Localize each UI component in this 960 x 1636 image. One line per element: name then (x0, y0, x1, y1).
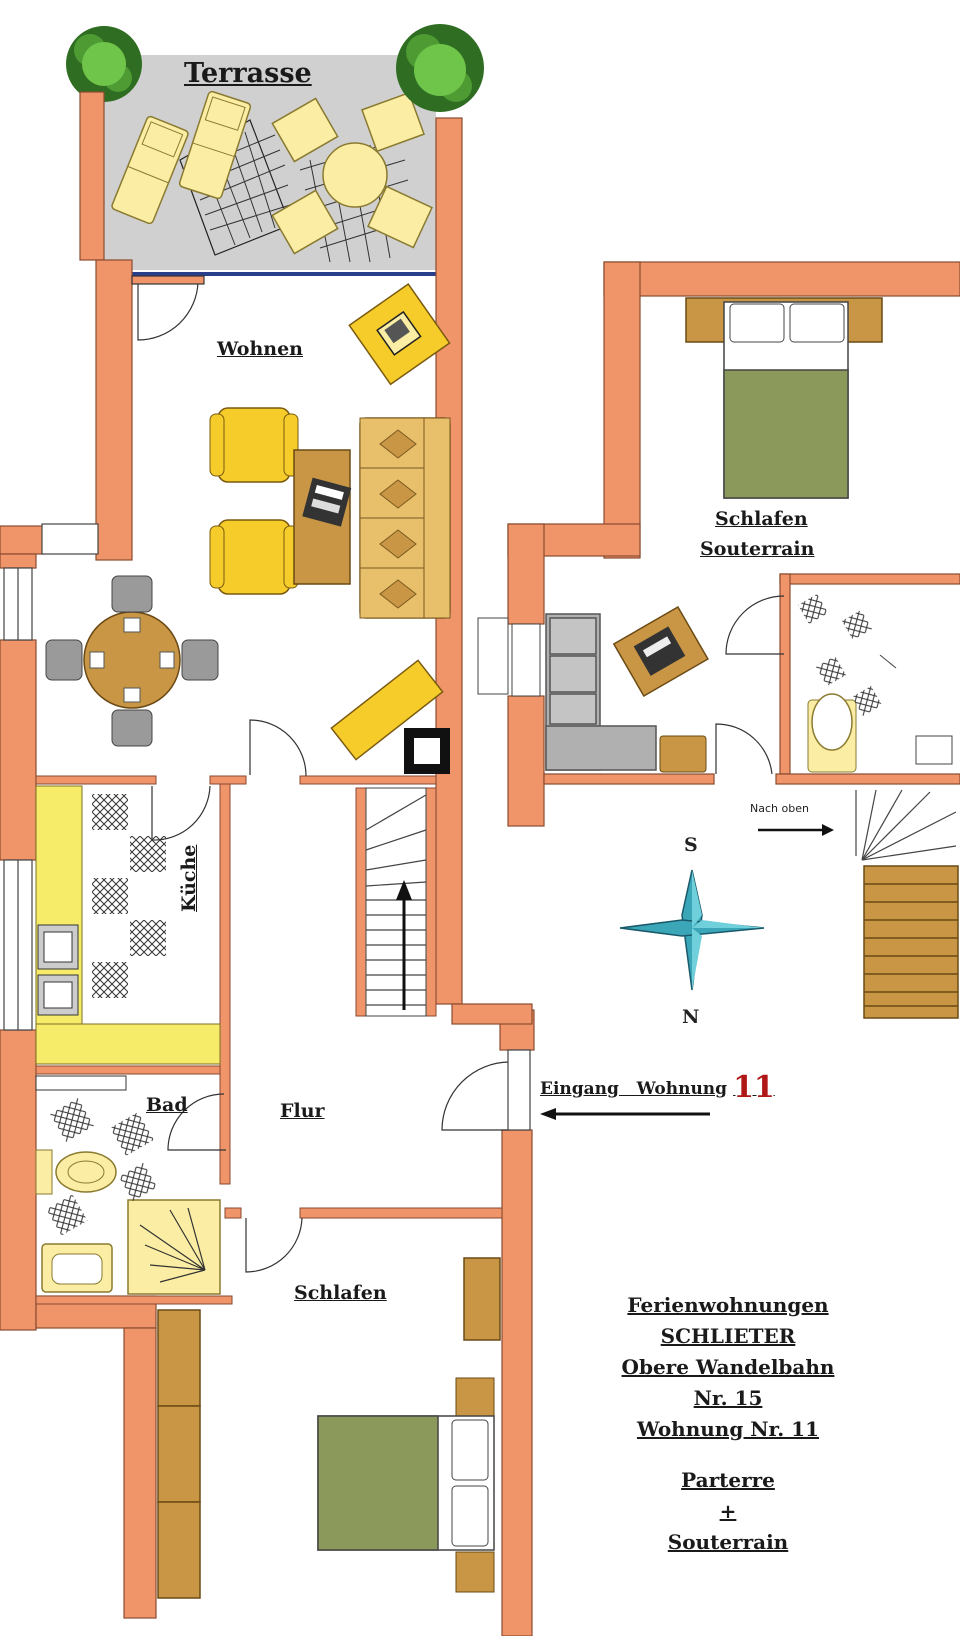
plant-right (396, 24, 484, 112)
souterrain-window (511, 623, 541, 697)
label-schlafen: Schlafen (294, 1282, 387, 1304)
terrace-lounger-2 (178, 90, 252, 200)
bedroom-furniture (157, 1257, 501, 1599)
info-line-1: Ferienwohnungen (627, 1293, 829, 1317)
info-line-6: Parterre (681, 1468, 775, 1492)
label-wohnen: Wohnen (217, 338, 303, 360)
label-nach-oben: Nach oben (750, 802, 809, 815)
doors (131, 275, 531, 1273)
armchair-1 (209, 407, 299, 483)
entrance-arrow-head (540, 1108, 556, 1120)
compass-bottom-letter: N (682, 1006, 700, 1028)
interior-walls (35, 775, 503, 1305)
souterrain-side-table (659, 735, 707, 773)
windows (3, 523, 99, 1031)
compass-rose (619, 869, 765, 991)
yellow-bench (330, 659, 444, 761)
wall-heater (477, 617, 509, 695)
souterrain-coffee-table (612, 605, 709, 698)
entrance-number: 11 (733, 1070, 775, 1105)
stairs-arrow-head (822, 824, 834, 836)
souterrain-bed (685, 297, 883, 499)
souterrain-sofa (545, 613, 657, 771)
main-stairs (365, 787, 427, 1017)
info-line-4: Nr. 15 (693, 1386, 763, 1410)
couch (359, 417, 451, 619)
info-block: Ferienwohnungen SCHLIETER Obere Wandelba… (578, 1290, 878, 1558)
label-schlafen-souterrain-2: Souterrain (700, 538, 815, 560)
souterrain-bathroom (797, 593, 953, 773)
plant-left (66, 26, 142, 102)
terrace-table (322, 142, 388, 208)
label-terrasse: Terrasse (184, 58, 312, 89)
compass-top-letter: S (684, 834, 698, 856)
entrance-text: Eingang Wohnung (540, 1079, 728, 1099)
info-line-7: + (719, 1499, 737, 1523)
info-line-3: Obere Wandelbahn (621, 1355, 835, 1379)
info-line-2: SCHLIETER (660, 1324, 796, 1348)
souterrain-walls (507, 261, 960, 827)
stove-inner (414, 738, 440, 764)
souterrain-doors (715, 595, 785, 775)
info-line-5: Wohnung Nr. 11 (636, 1417, 820, 1441)
kitchen (35, 785, 221, 1065)
living-table-decor (302, 477, 352, 527)
info-line-8: Souterrain (667, 1530, 789, 1554)
souterrain-stairs (855, 789, 959, 1019)
coffee-table-tv (348, 282, 451, 386)
label-kueche: Küche (178, 844, 200, 912)
terrace-chairs (271, 91, 433, 255)
label-schlafen-souterrain-1: Schlafen (715, 508, 808, 530)
dining-set (45, 575, 219, 747)
label-bad: Bad (146, 1094, 188, 1116)
bathroom (35, 1075, 221, 1295)
armchair-2 (209, 519, 299, 595)
label-flur: Flur (280, 1100, 325, 1122)
terrace-lounger-1 (111, 115, 189, 225)
